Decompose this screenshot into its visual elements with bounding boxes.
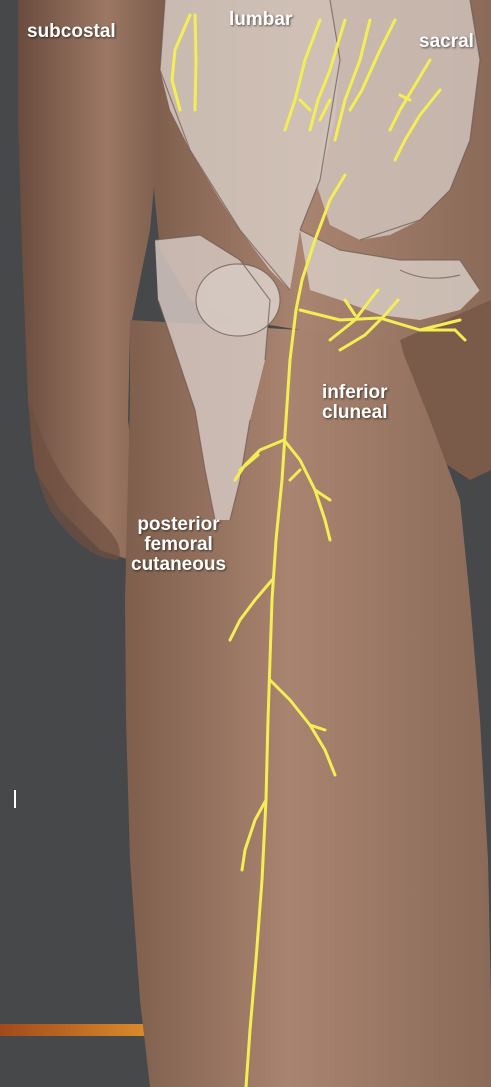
label-inferior-cluneal-line-1: inferior <box>322 383 387 403</box>
label-pfc-line-3: cutaneous <box>131 555 226 575</box>
label-pfc-line-1: posterior <box>131 515 226 535</box>
label-subcostal: subcostal <box>27 22 116 42</box>
label-inferior-cluneal-line-2: cluneal <box>322 403 387 423</box>
label-lumbar: lumbar <box>229 10 292 30</box>
label-sacral: sacral <box>419 32 474 52</box>
label-posterior-femoral-cutaneous: posterior femoral cutaneous <box>131 515 226 575</box>
label-inferior-cluneal: inferior cluneal <box>322 383 387 423</box>
tick-mark <box>14 790 16 808</box>
nerve-subcostal-2 <box>195 15 196 110</box>
label-pfc-line-2: femoral <box>131 535 226 555</box>
